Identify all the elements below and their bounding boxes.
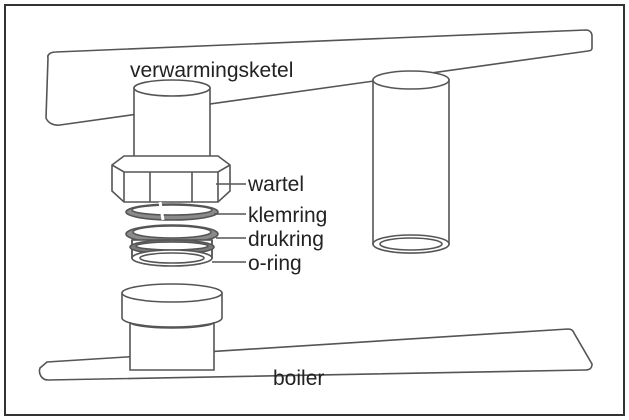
label-o-ring: o-ring <box>248 252 302 275</box>
right-tube <box>372 70 450 254</box>
label-drukring: drukring <box>248 228 324 251</box>
o-ring <box>129 239 215 267</box>
label-wartel: wartel <box>247 173 304 196</box>
clamp-ring <box>125 201 219 221</box>
label-klemring: klemring <box>248 204 327 227</box>
nut <box>111 155 231 203</box>
lower-fitting <box>121 283 223 371</box>
pressure-ring <box>125 224 219 244</box>
label-verwarmingsketel: verwarmingsketel <box>130 59 293 82</box>
label-boiler: boiler <box>273 367 324 390</box>
